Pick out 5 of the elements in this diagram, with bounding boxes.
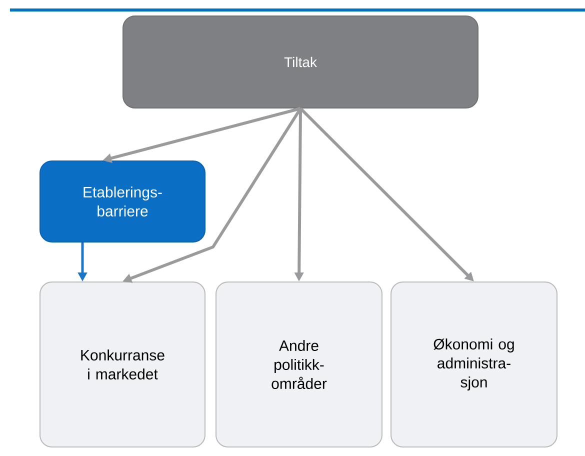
barrier-box: Etablerings- barriere (40, 160, 206, 242)
outcome-box: Konkurranse i markedet (40, 282, 206, 448)
outcome-box: Andre politikk- områder (216, 282, 382, 448)
outcome-box: Økonomi og administra- sjon (390, 282, 558, 448)
action-box: Tiltak (122, 16, 478, 108)
